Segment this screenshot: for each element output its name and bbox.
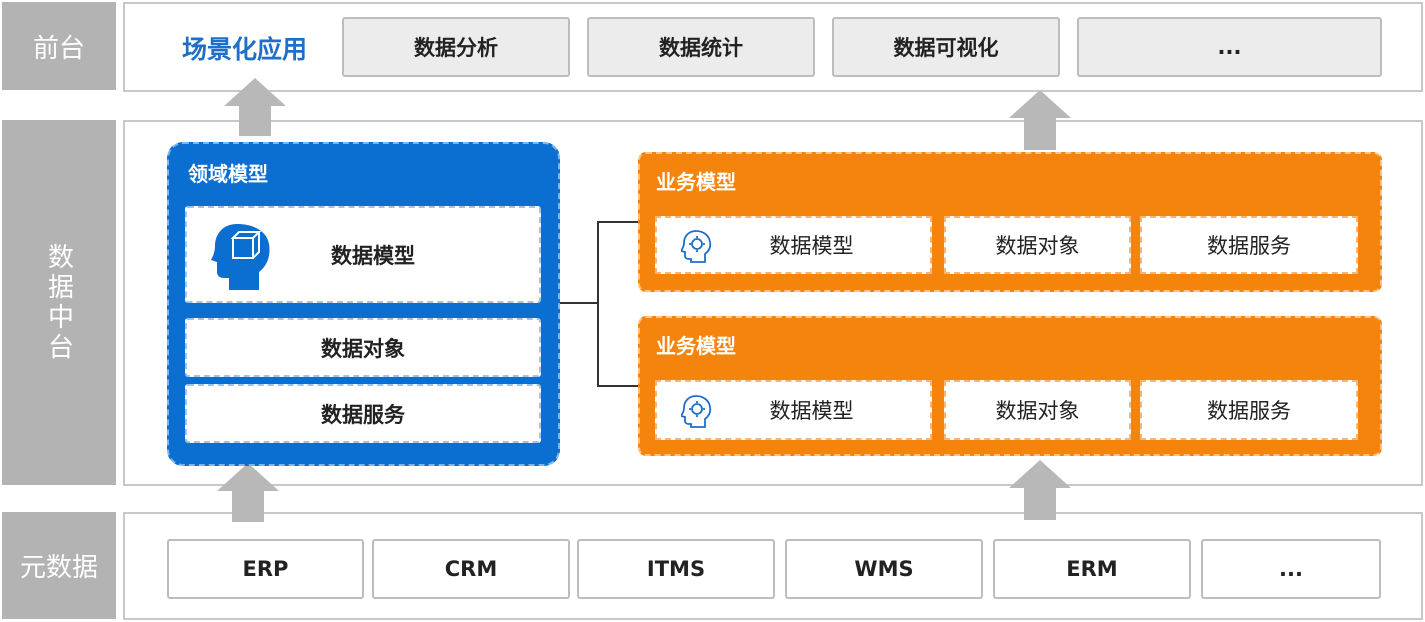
- business-model-title: 业务模型: [656, 334, 736, 358]
- connector-line: [597, 385, 639, 387]
- app-data-analysis: 数据分析: [342, 17, 570, 77]
- gear-head-icon: [681, 230, 712, 263]
- connector-line: [597, 221, 639, 223]
- arrow-up-icon: [1009, 90, 1071, 150]
- gear-head-icon: [681, 395, 712, 428]
- business-data-service-box: 数据服务: [1140, 216, 1358, 274]
- layer-label-front: 前台: [2, 2, 116, 90]
- domain-model-title: 领域模型: [188, 162, 268, 186]
- head-cube-icon: [211, 224, 270, 290]
- business-data-service-box: 数据服务: [1140, 380, 1358, 440]
- layer-label-meta: 元数据: [2, 512, 116, 619]
- connector-line: [597, 221, 599, 387]
- source-itms: ITMS: [577, 539, 775, 599]
- source-crm: CRM: [372, 539, 570, 599]
- source-erp: ERP: [167, 539, 364, 599]
- domain-data-model-box: 数据模型: [185, 206, 541, 303]
- scene-title: 场景化应用: [182, 35, 308, 64]
- app-data-statistics: 数据统计: [587, 17, 815, 77]
- connector-line: [560, 302, 598, 304]
- business-data-model-label: 数据模型: [769, 399, 854, 423]
- business-data-model-box: 数据模型: [655, 216, 932, 274]
- app-data-visualization: 数据可视化: [832, 17, 1060, 77]
- arrow-up-icon: [224, 78, 286, 136]
- layer-label-middle: 数据中台: [2, 120, 116, 485]
- source-wms: WMS: [785, 539, 983, 599]
- source-more: ...: [1201, 539, 1381, 599]
- business-data-model-label: 数据模型: [769, 234, 854, 258]
- app-more: ...: [1077, 17, 1382, 77]
- business-model-title: 业务模型: [656, 170, 736, 194]
- source-erm: ERM: [993, 539, 1191, 599]
- business-data-object-box: 数据对象: [944, 216, 1131, 274]
- business-data-model-box: 数据模型: [655, 380, 932, 440]
- domain-data-service-box: 数据服务: [185, 384, 541, 443]
- arrow-up-icon: [1009, 460, 1071, 520]
- business-data-object-box: 数据对象: [944, 380, 1131, 440]
- domain-data-object-box: 数据对象: [185, 318, 541, 377]
- arrow-up-icon: [217, 463, 279, 522]
- domain-data-model-label: 数据模型: [331, 243, 415, 268]
